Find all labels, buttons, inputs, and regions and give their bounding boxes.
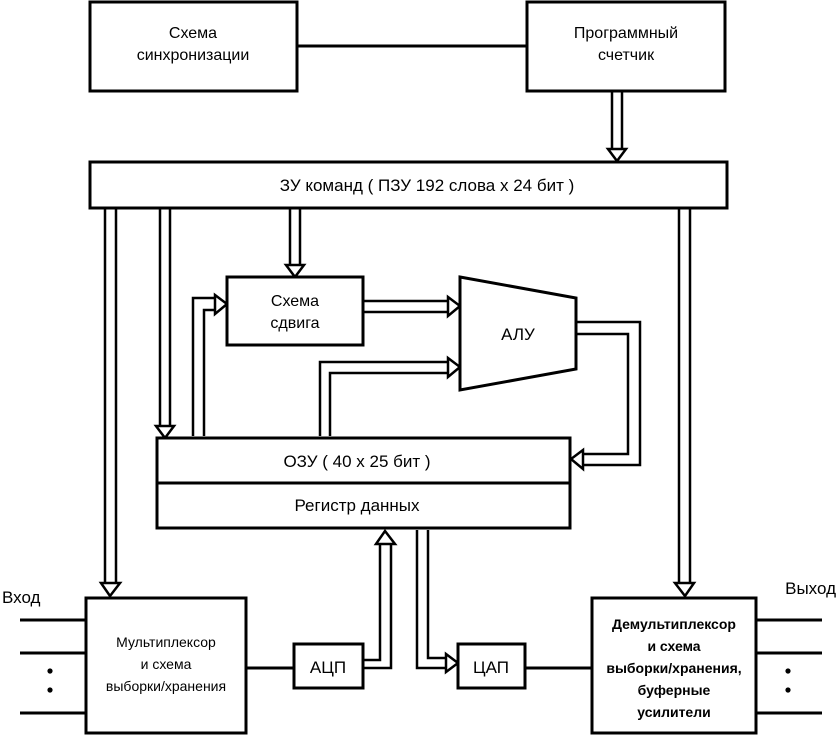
- output-label: Выход: [785, 579, 836, 598]
- dac-label: ЦАП: [473, 658, 509, 677]
- arrowhead-alu-in-top: [446, 294, 463, 319]
- arrowhead-rom-down: [605, 147, 629, 164]
- demux-label-3: выборки/хранения,: [606, 660, 741, 676]
- arrowheads: [98, 147, 697, 675]
- adc-to-datareg-bus: [363, 542, 393, 670]
- rom-label: ЗУ команд ( ПЗУ 192 слова х 24 бит ): [280, 176, 575, 195]
- input-label: Вход: [2, 588, 41, 607]
- pc-to-rom-bus: [610, 92, 624, 151]
- dac-block: ЦАП: [456, 642, 527, 690]
- demux-label-4: буферные: [638, 682, 711, 698]
- shift-label-2: сдвига: [270, 315, 319, 332]
- ram-to-alu-bus: [318, 360, 450, 436]
- arrowhead-ram-down: [153, 424, 177, 441]
- arrowhead-demux-down: [672, 581, 697, 599]
- shift-block: Схема сдвига: [225, 275, 365, 347]
- ram-to-shift-bus: [191, 296, 219, 436]
- rom-block: ЗУ команд ( ПЗУ 192 слова х 24 бит ): [88, 160, 729, 210]
- demux-label-5: усилители: [637, 704, 710, 720]
- pc-label-2: счетчик: [598, 47, 655, 64]
- demux-block: Демультиплексор и схема выборки/хранения…: [590, 596, 758, 735]
- alu-label: АЛУ: [501, 325, 535, 344]
- adc-label: АЦП: [310, 658, 346, 677]
- mux-block: Мультиплексор и схема выборки/хранения: [84, 596, 248, 735]
- mux-label-2: и схема: [141, 656, 192, 672]
- program-counter-block: Программный счетчик: [525, 0, 727, 93]
- shift-label-1: Схема: [271, 293, 319, 310]
- output-ellipsis-dots: [785, 668, 791, 693]
- datareg-label: Регистр данных: [294, 496, 420, 515]
- mux-label-3: выборки/хранения: [106, 678, 226, 694]
- arrowhead-alu-in-bottom: [446, 355, 463, 380]
- sync-label-1: Схема: [169, 25, 217, 42]
- arrowhead-dac-in: [444, 651, 461, 675]
- arrowhead-ram-in: [568, 447, 585, 472]
- sync-block: Схема синхронизации: [88, 0, 299, 93]
- input-lines: [20, 618, 86, 715]
- mux-label-1: Мультиплексор: [116, 634, 216, 650]
- arrowhead-mux-down: [98, 581, 123, 599]
- sync-label-2: синхронизации: [137, 47, 250, 64]
- pc-label-1: Программный: [574, 25, 678, 42]
- arrowhead-shift-down: [283, 263, 307, 280]
- output-lines: [756, 618, 822, 715]
- alu-to-ram-bus: [576, 320, 642, 467]
- alu-block: АЛУ: [458, 275, 578, 392]
- datareg-to-dac-bus: [415, 530, 448, 670]
- ram-block: ОЗУ ( 40 х 25 бит ) Регистр данных: [155, 436, 572, 530]
- demux-label-2: и схема: [647, 638, 700, 654]
- arrowhead-shift-in: [213, 292, 230, 317]
- rom-to-demux-bus: [677, 209, 692, 584]
- adc-block: АЦП: [292, 642, 365, 690]
- arrowhead-datareg-in: [373, 528, 398, 546]
- rom-to-shift-bus: [288, 209, 302, 267]
- demux-label-1: Демультиплексор: [612, 616, 736, 632]
- connectors: [20, 44, 822, 715]
- input-ellipsis-dots: [47, 668, 53, 693]
- shift-to-alu-bus: [364, 299, 450, 314]
- rom-to-mux-bus: [103, 209, 118, 584]
- ram-label: ОЗУ ( 40 х 25 бит ): [283, 452, 430, 471]
- rom-to-ram-bus: [158, 209, 172, 428]
